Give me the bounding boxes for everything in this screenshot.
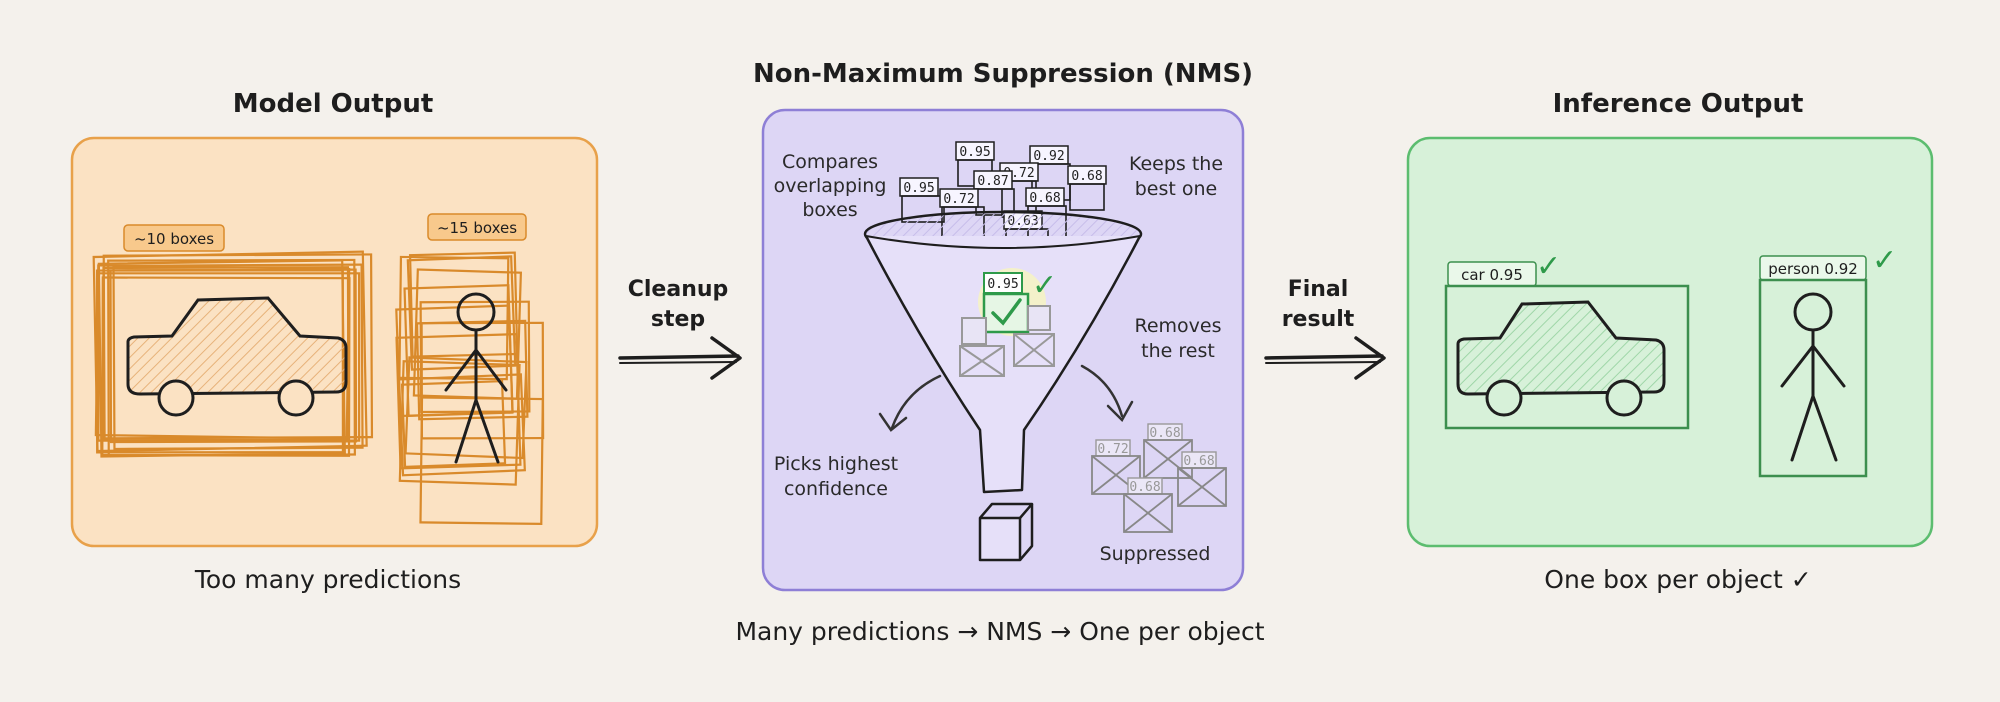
car-candidate-box: [94, 264, 351, 440]
svg-text:Picks highest: Picks highest: [774, 453, 898, 475]
inference-output-title: Inference Output: [1553, 89, 1804, 119]
candidate-score-label: 0.72: [943, 192, 974, 207]
person-detection: person 0.92 ✓: [1758, 243, 1897, 478]
svg-text:boxes: boxes: [802, 199, 857, 221]
svg-text:~15 boxes: ~15 boxes: [437, 219, 517, 237]
pick-arrow-icon: [878, 374, 942, 432]
svg-text:Keeps the: Keeps the: [1129, 153, 1223, 175]
model-output-section: Model Output ~10 boxes ~15 boxes: [70, 89, 599, 594]
picks-highest-note: Picks highest confidence: [774, 453, 898, 500]
greyed-candidates: [959, 305, 1055, 377]
svg-text:confidence: confidence: [784, 478, 888, 500]
removes-rest-note: Removes the rest: [1134, 315, 1221, 362]
winner-score: 0.95: [987, 277, 1018, 292]
candidate-score-label: 0.95: [959, 145, 990, 160]
candidate-score-boxes: 0.950.920.950.720.870.720.680.680.63: [899, 141, 1107, 256]
model-output-title: Model Output: [233, 89, 434, 119]
svg-text:Compares: Compares: [782, 151, 878, 173]
candidate-score-label: 0.92: [1033, 149, 1064, 164]
winner-check-icon: ✓: [1032, 268, 1057, 303]
nms-flow-caption: Many predictions → NMS → One per object: [735, 617, 1264, 646]
car-box-count-badge: ~10 boxes: [123, 224, 225, 252]
inference-output-panel: [1406, 136, 1934, 548]
car-candidate-box: [112, 263, 364, 451]
suppressed-score-label: 0.68: [1183, 454, 1214, 469]
candidate-score-box: 0.95: [955, 141, 995, 187]
suppress-arrow-icon: [1080, 364, 1134, 423]
svg-text:result: result: [1282, 307, 1355, 332]
cleanup-step-arrow: Cleanup step: [618, 277, 742, 380]
person-candidate-box: [419, 396, 544, 525]
person-candidate-box: [420, 321, 545, 440]
car-check-icon: ✓: [1536, 249, 1561, 284]
person-candidate-box: [398, 360, 521, 486]
candidate-score-box: 0.68: [1067, 165, 1107, 211]
car-candidate-box: [109, 268, 358, 444]
candidate-score-box: 0.95: [899, 177, 945, 223]
person-detection-label: person 0.92: [1768, 260, 1858, 278]
suppressed-box: 0.68: [1123, 477, 1173, 533]
keeps-best-note: Keeps the best one: [1129, 153, 1223, 200]
person-candidate-box: [403, 284, 514, 418]
inference-output-caption: One box per object ✓: [1544, 565, 1811, 594]
car-icon: [126, 296, 348, 417]
suppressed-box: 0.68: [1177, 451, 1227, 507]
candidate-score-label: 0.68: [1071, 169, 1102, 184]
suppressed-note: Suppressed: [1100, 543, 1211, 565]
svg-text:overlapping: overlapping: [774, 175, 887, 197]
car-detection: car 0.95 ✓: [1444, 249, 1690, 430]
suppressed-score-label: 0.72: [1097, 442, 1128, 457]
inference-output-section: Inference Output car 0.95 ✓ person 0.92 …: [1406, 89, 1934, 594]
suppressed-box: 0.72: [1091, 439, 1141, 495]
person-check-icon: ✓: [1872, 243, 1897, 278]
svg-text:Final: Final: [1288, 277, 1349, 302]
candidate-score-label: 0.68: [1029, 191, 1060, 206]
final-result-arrow: Final result: [1264, 277, 1386, 380]
output-cube-icon: [978, 502, 1034, 562]
svg-text:best one: best one: [1135, 178, 1218, 200]
person-box-count-badge: ~15 boxes: [427, 213, 527, 241]
suppressed-boxes: 0.720.680.680.68: [1091, 423, 1227, 533]
candidate-score-label: 0.87: [977, 174, 1008, 189]
model-output-caption: Too many predictions: [194, 565, 461, 594]
person-candidate-box: [408, 251, 519, 358]
suppressed-box: 0.68: [1143, 423, 1193, 479]
svg-text:the rest: the rest: [1141, 340, 1215, 362]
svg-text:Removes: Removes: [1134, 315, 1221, 337]
suppressed-score-label: 0.68: [1149, 426, 1180, 441]
nms-section: Non-Maximum Suppression (NMS) Compares o…: [735, 59, 1264, 646]
suppressed-score-label: 0.68: [1129, 480, 1160, 495]
person-icon: [444, 292, 508, 464]
nms-title: Non-Maximum Suppression (NMS): [753, 59, 1253, 89]
compares-note: Compares overlapping boxes: [774, 151, 887, 221]
candidate-score-label: 0.95: [903, 181, 934, 196]
svg-text:Cleanup: Cleanup: [628, 277, 729, 302]
person-candidate-box: [395, 332, 522, 470]
svg-text:step: step: [651, 307, 705, 332]
candidate-score-box: 0.92: [1029, 145, 1071, 201]
car-detection-label: car 0.95: [1461, 266, 1523, 284]
svg-text:~10 boxes: ~10 boxes: [134, 230, 214, 248]
